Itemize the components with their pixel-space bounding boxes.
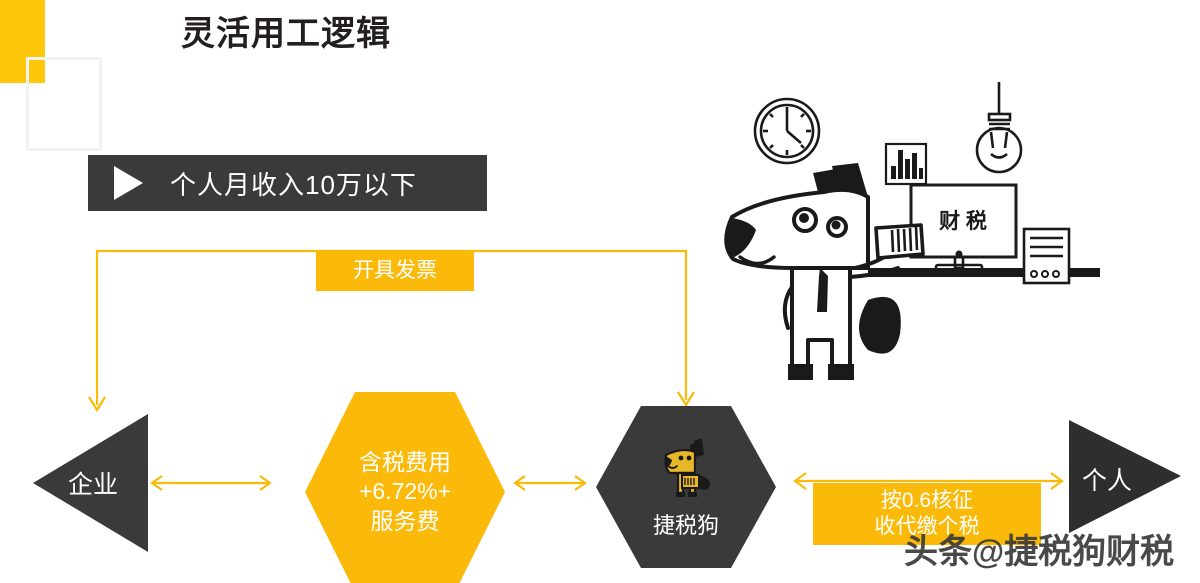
office-illustration: 财 税 — [724, 82, 1100, 380]
tax-label-line1: 按0.6核征 — [880, 488, 974, 512]
page-title: 灵活用工逻辑 — [181, 15, 391, 53]
individual-node-label: 个人 — [1082, 467, 1133, 495]
tax-label: 按0.6核征 收代缴个税 — [813, 483, 1041, 545]
corner-yellow-square — [0, 0, 45, 83]
invoice-label-text: 开具发票 — [353, 258, 437, 282]
corner-outline-square — [26, 57, 102, 151]
desk-icon — [868, 268, 1100, 277]
fee-hexagon-line1: 含税费用 — [359, 448, 451, 475]
invoice-label: 开具发票 — [316, 251, 474, 291]
service-hexagon[interactable]: 捷税狗 — [596, 406, 776, 568]
dog-character-icon — [724, 163, 925, 380]
document-icon — [874, 223, 925, 260]
enterprise-node[interactable] — [33, 414, 148, 552]
watermark-platform: 头条 — [904, 533, 972, 571]
fee-hexagon-line2: +6.72%+ — [358, 478, 452, 505]
dog-mascot-icon — [664, 437, 710, 497]
bar-chart-icon — [884, 142, 928, 186]
watermark-at-symbol: @ — [972, 533, 1005, 570]
monitor-screen-text: 财 税 — [939, 209, 987, 233]
banner-label: 个人月收入10万以下 — [170, 169, 417, 200]
play-triangle-icon — [114, 166, 143, 200]
pc-tower-icon — [1022, 227, 1071, 285]
monitor-icon — [909, 183, 1018, 273]
clock-icon — [753, 97, 821, 165]
enterprise-node-label: 企业 — [68, 471, 119, 499]
watermark: 头条@捷税狗财税 — [904, 524, 1174, 573]
fee-hexagon-line3: 服务费 — [370, 507, 440, 534]
service-hexagon-label: 捷税狗 — [652, 512, 719, 538]
individual-node[interactable] — [1069, 420, 1181, 533]
watermark-account: 捷税狗财税 — [1004, 533, 1175, 571]
light-bulb-icon — [975, 82, 1023, 174]
tax-label-line2: 收代缴个税 — [874, 515, 980, 538]
section-banner: 个人月收入10万以下 — [88, 155, 487, 211]
